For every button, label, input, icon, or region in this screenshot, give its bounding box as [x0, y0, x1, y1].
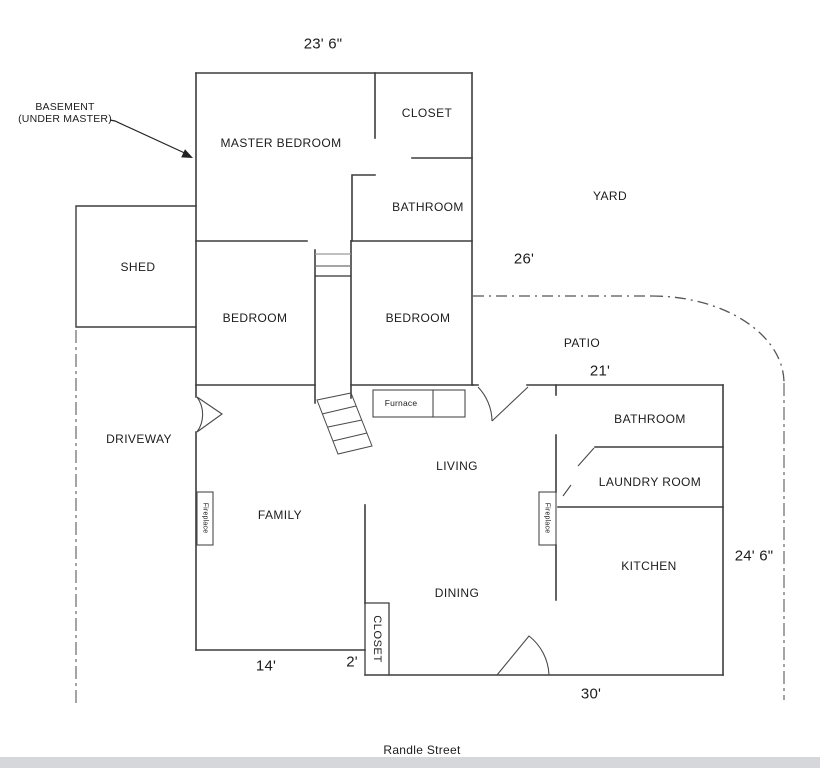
basement-arrow — [109, 119, 193, 158]
closet-box — [364, 602, 390, 676]
dimension-closet-jog: 2' — [346, 653, 358, 671]
patio-boundary — [473, 295, 785, 384]
property-lines — [75, 330, 785, 705]
room-label-dining: DINING — [434, 586, 480, 600]
basement-annotation: BASEMENT (UNDER MASTER) — [6, 101, 124, 125]
dimension-yard-depth: 26' — [513, 250, 535, 268]
patio-door-swing — [477, 386, 529, 422]
stairs-lower — [316, 392, 373, 455]
room-label-shed: SHED — [120, 260, 156, 274]
patio-boundary-curve — [651, 295, 785, 384]
doors — [196, 386, 595, 676]
room-label-kitchen: KITCHEN — [621, 559, 677, 573]
room-label-living: LIVING — [436, 459, 478, 473]
dimension-bottom-width: 30' — [580, 685, 602, 703]
shed-outline — [75, 205, 197, 328]
basement-arrowhead — [181, 149, 193, 158]
family-door-swing — [196, 396, 223, 433]
stair-run-outline — [316, 392, 373, 455]
walls — [75, 72, 724, 676]
dimension-family-width: 14' — [255, 657, 277, 675]
room-label-family: FAMILY — [257, 508, 303, 522]
fixture-label-fireplace-family: Fireplace — [201, 502, 209, 534]
wall-bathroom-upper — [351, 174, 376, 242]
street-name-label: Randle Street — [383, 743, 461, 757]
fireplace-family-box — [196, 491, 214, 546]
dimension-right-height: 24' 6" — [734, 547, 774, 565]
dining-door-swing — [496, 635, 550, 676]
furnace-outline — [372, 389, 466, 418]
stairs-upper — [315, 253, 351, 277]
room-label-bedroom-left: BEDROOM — [222, 311, 288, 325]
stair-run-tread-2 — [327, 419, 363, 428]
fixture-label-furnace: Furnace — [384, 398, 418, 408]
fireplace-kitchen-box — [538, 491, 557, 546]
stair-run-tread-3 — [332, 432, 368, 442]
area-label-yard: YARD — [592, 189, 628, 203]
furnace-box — [372, 389, 466, 418]
room-label-bathroom-upper: BATHROOM — [392, 200, 464, 214]
area-label-patio: PATIO — [563, 336, 601, 350]
room-label-bedroom-right: BEDROOM — [385, 311, 451, 325]
room-label-closet-upper: CLOSET — [401, 106, 453, 120]
room-label-bathroom-main: BATHROOM — [614, 412, 686, 426]
basement-annotation-line2: (UNDER MASTER) — [18, 112, 112, 125]
laundry-door-leaf — [562, 484, 572, 497]
stair-run-tread-1 — [321, 405, 357, 415]
dimension-top-width: 23' 6" — [303, 35, 343, 53]
scan-edge-strip — [0, 757, 820, 768]
basement-arrow-line — [109, 119, 190, 156]
room-label-closet-dining: CLOSET — [371, 615, 383, 663]
fixture-label-fireplace-kitchen: Fireplace — [543, 502, 551, 534]
area-label-driveway: DRIVEWAY — [106, 432, 172, 446]
basement-annotation-line1: BASEMENT — [35, 101, 95, 113]
dimension-patio-width: 21' — [589, 362, 611, 380]
bathroom-door-leaf — [577, 447, 595, 467]
room-label-master-bedroom: MASTER BEDROOM — [220, 136, 342, 150]
room-label-laundry-room: LAUNDRY ROOM — [598, 475, 702, 489]
